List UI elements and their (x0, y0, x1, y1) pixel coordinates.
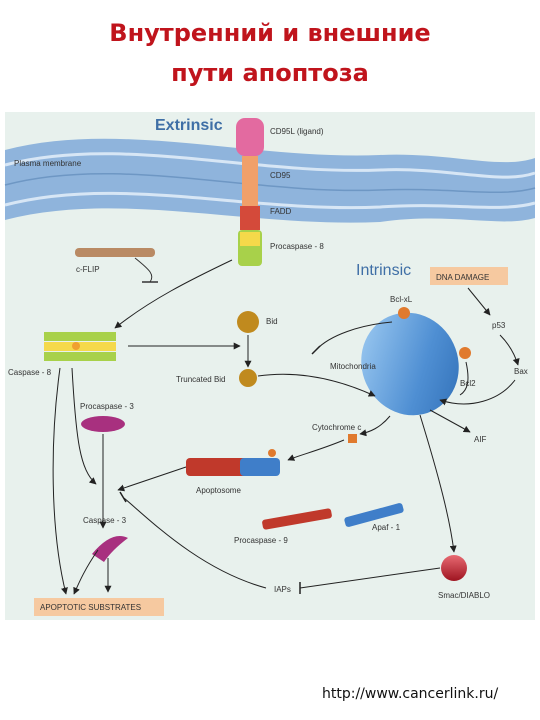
cd95l-label: CD95L (ligand) (270, 127, 324, 136)
apoptotic-substrates-label: APOPTOTIC SUBSTRATES (40, 603, 141, 612)
bcl2-shape (459, 347, 471, 359)
smac-label: Smac/DIABLO (438, 591, 490, 600)
bid-shape (237, 311, 259, 333)
source-url[interactable]: http://www.cancerlink.ru/ (322, 686, 499, 702)
bax-label: Bax (514, 367, 528, 376)
cflip-shape (75, 248, 155, 257)
caspase8-label: Caspase - 8 (8, 368, 52, 377)
title-line-1: Внутренний и внешние (109, 19, 431, 47)
apoptosis-pathways-diagram: Plasma membrane Extrinsic CD95L (ligand)… (4, 112, 536, 620)
mitochondria-shape (361, 312, 459, 416)
procaspase9-label: Procaspase - 9 (234, 536, 288, 545)
plasma-membrane (4, 138, 536, 223)
apaf1-shape (344, 503, 404, 527)
plasma-membrane-label: Plasma membrane (14, 159, 82, 168)
cytochrome-c-shape (348, 434, 357, 443)
procaspase3-shape (81, 416, 125, 432)
caspase8-complex (44, 332, 116, 361)
iaps-label: IAPs (274, 585, 291, 594)
receptor-complex (236, 118, 264, 266)
apoptosome-label: Apoptosome (196, 486, 241, 495)
p53-label: p53 (492, 321, 506, 330)
apoptotic-substrates-box (34, 598, 164, 616)
cd95-label: CD95 (270, 171, 291, 180)
cytochrome-c-label: Cytochrome c (312, 423, 361, 432)
smac-shape (441, 555, 467, 581)
intrinsic-label: Intrinsic (356, 262, 411, 279)
aif-small-label: AIF (474, 435, 487, 444)
bclxl-label: Bcl-xL (390, 295, 413, 304)
procaspase9-shape (262, 508, 332, 530)
caspase3-label: Caspase - 3 (83, 516, 127, 525)
procaspase3-label: Procaspase - 3 (80, 402, 134, 411)
truncated-bid-label: Truncated Bid (176, 375, 226, 384)
fadd-label: FADD (270, 207, 292, 216)
cflip-label: c-FLIP (76, 265, 100, 274)
dna-damage-label: DNA DAMAGE (436, 273, 489, 282)
extrinsic-label: Extrinsic (155, 117, 223, 134)
bcl2-label: Bcl2 (460, 379, 476, 388)
mitochondria-label: Mitochondria (330, 362, 376, 371)
pathway-arrows (52, 259, 520, 595)
caspase3-shape (92, 536, 128, 562)
dna-damage-box (430, 267, 508, 285)
truncated-bid-shape (239, 369, 257, 387)
bclxl-shape (398, 307, 410, 319)
procaspase8-label: Procaspase - 8 (270, 242, 324, 251)
apaf1-label: Apaf - 1 (372, 523, 401, 532)
title-line-2: пути апоптоза (171, 59, 369, 87)
apoptosome-shape (186, 449, 280, 476)
bid-label: Bid (266, 317, 278, 326)
